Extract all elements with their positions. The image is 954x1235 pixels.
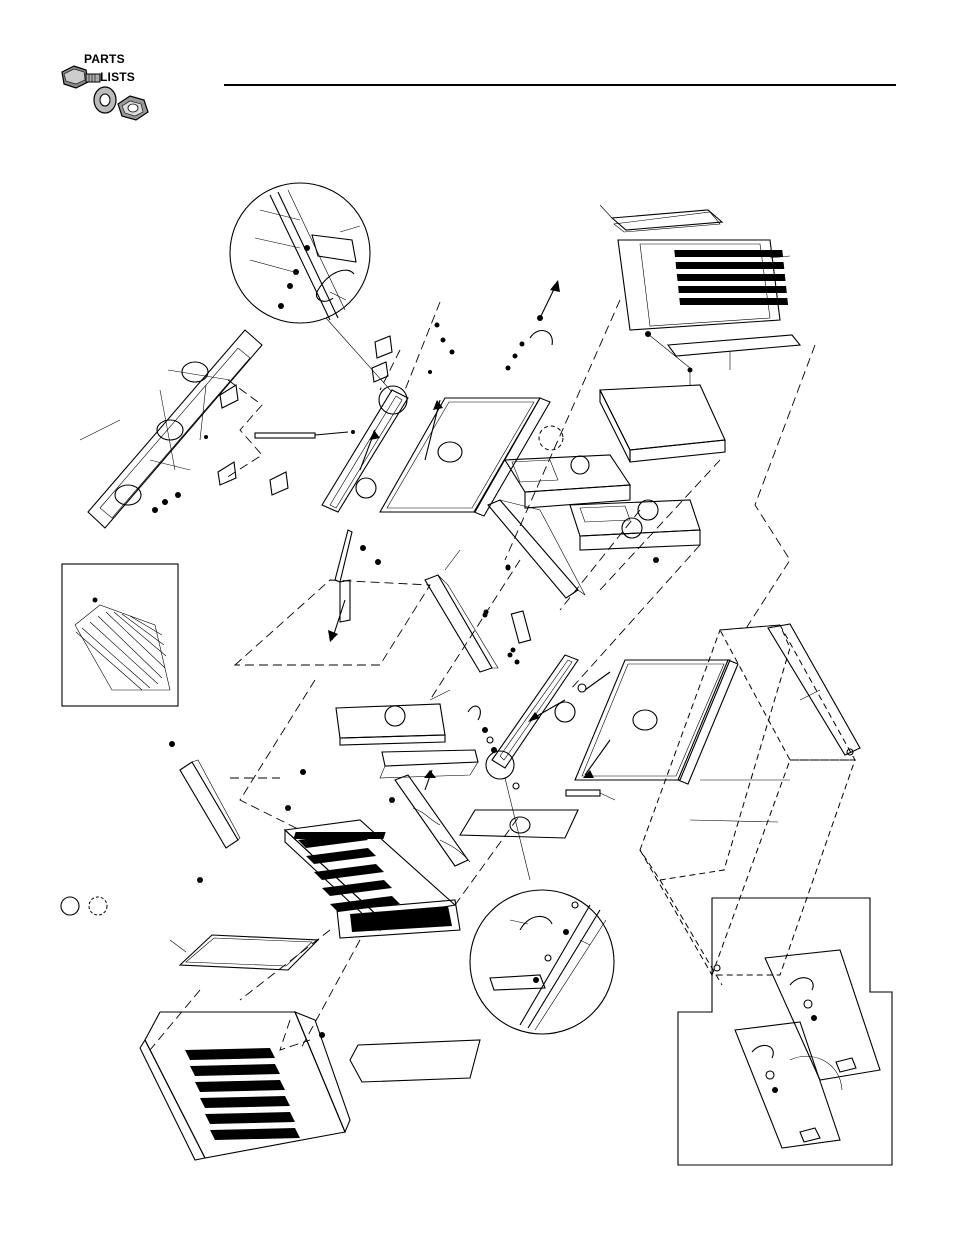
bottom-flat-panel [350,1040,480,1082]
small-strip-part [566,790,615,800]
hinge-strut-parts [204,336,392,495]
diagonal-brace [395,775,470,866]
right-large-panel [575,660,738,784]
inset-mesh-detail [62,564,178,706]
detail-circle-top [230,183,392,392]
center-channel-box-2 [570,500,700,563]
center-channel-box-1 [505,426,630,508]
cabinet-frame [640,624,860,985]
callout-circles-legend [61,897,107,915]
front-door-frame [80,330,262,528]
lower-center-channel [380,750,478,790]
lower-center-bracket [336,690,450,745]
top-grille-panel [618,240,790,330]
bottom-grille-box [140,1012,350,1160]
left-small-door [169,741,240,883]
vertical-rail-assembly [322,370,432,512]
angle-bracket-center [488,500,585,598]
front-grille-panel [285,769,460,938]
left-side-bracket-assembly [328,530,381,642]
center-hardware [468,702,575,880]
fasteners [435,280,693,653]
right-sloped-support [492,611,610,768]
detail-circle-bottom [470,890,614,1034]
top-trim-piece [668,335,800,370]
right-upper-enclosure [600,372,725,462]
assembly-dashed-lines [150,300,815,1050]
top-lid [600,205,722,232]
inset-hinge-detail [678,898,892,1165]
bottom-tray [170,935,318,970]
bottom-right-panel [460,810,578,838]
